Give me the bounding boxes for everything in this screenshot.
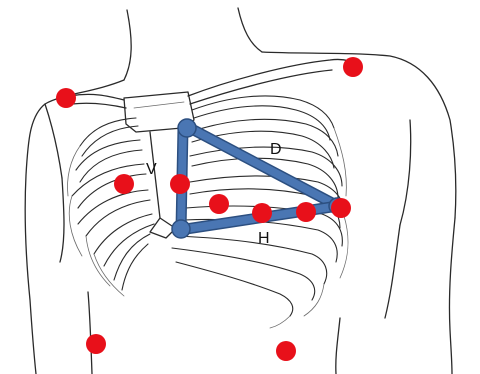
torso-outline [25, 8, 456, 374]
electrode-v6 [331, 198, 351, 218]
electrode-v1 [114, 174, 134, 194]
electrode-right-leg [86, 334, 106, 354]
electrode-left-leg [276, 341, 296, 361]
label-vertical: V [146, 161, 157, 178]
junction-bottom [172, 220, 190, 238]
electrode-v4 [252, 203, 272, 223]
electrode-right-arm [56, 88, 76, 108]
junction-top [178, 119, 196, 137]
electrode-v5 [296, 202, 316, 222]
electrode-v3 [209, 194, 229, 214]
electrode-v2 [170, 174, 190, 194]
electrode-left-arm [343, 57, 363, 77]
label-diagonal: D [270, 141, 282, 158]
label-horizontal: H [258, 230, 270, 247]
